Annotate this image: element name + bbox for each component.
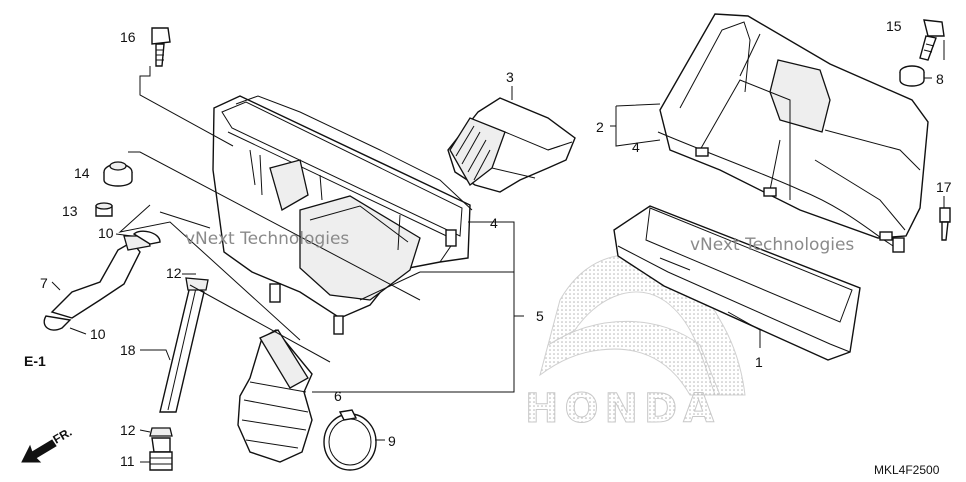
air-cleaner-housing: [212, 95, 473, 335]
tube-clamp: [323, 409, 377, 471]
callout-16: 16: [120, 29, 136, 45]
callout-4-housing: 4: [490, 215, 498, 231]
watermark-left: vNext Technologies: [185, 229, 349, 249]
bolt-17: [939, 207, 951, 241]
callout-13: 13: [62, 203, 78, 219]
collar-13: [95, 202, 113, 217]
callout-10-top: 10: [98, 225, 114, 241]
callout-2: 2: [596, 119, 604, 135]
front-direction-arrow: FR.: [21, 425, 74, 463]
callout-8: 8: [936, 71, 944, 87]
intake-duct: [447, 97, 576, 193]
air-filter-element: [613, 205, 861, 361]
callout-14: 14: [74, 165, 90, 181]
watermark-right: vNext Technologies: [690, 235, 854, 255]
connecting-tube: [237, 329, 313, 463]
callout-11: 11: [120, 453, 135, 469]
callout-10-bottom: 10: [90, 326, 106, 342]
callout-17: 17: [936, 179, 952, 195]
section-ref-label: E-1: [24, 353, 46, 369]
bolt-16: [151, 27, 171, 67]
callout-18: 18: [120, 342, 136, 358]
callout-12-top: 12: [166, 265, 182, 281]
grommet-14: [103, 161, 133, 187]
air-cleaner-cover: [657, 13, 929, 253]
honda-watermark: HONDA: [525, 386, 720, 432]
watermarks: vNext Technologies vNext Technologies: [185, 229, 854, 255]
breather-tube: [43, 230, 161, 331]
callout-15: 15: [886, 18, 902, 34]
reference-code: MKL4F2500: [874, 463, 940, 477]
callout-12-bottom: 12: [120, 422, 136, 438]
callout-1: 1: [755, 354, 763, 370]
callout-7: 7: [40, 275, 48, 291]
grommet-8: [899, 65, 925, 87]
section-reference: E-1: [24, 353, 46, 369]
callout-3: 3: [506, 69, 514, 85]
leader-lines: [51, 40, 945, 463]
callout-labels: 16 14 13 10 7 10 12 18 12 11 3 4 5 6 9 2…: [40, 18, 952, 469]
callout-9: 9: [388, 433, 396, 449]
callout-6: 6: [334, 388, 342, 404]
callout-4-cover: 4: [632, 139, 640, 155]
callout-5: 5: [536, 308, 544, 324]
drain-tube: [149, 277, 209, 471]
bolt-15: [919, 19, 945, 61]
